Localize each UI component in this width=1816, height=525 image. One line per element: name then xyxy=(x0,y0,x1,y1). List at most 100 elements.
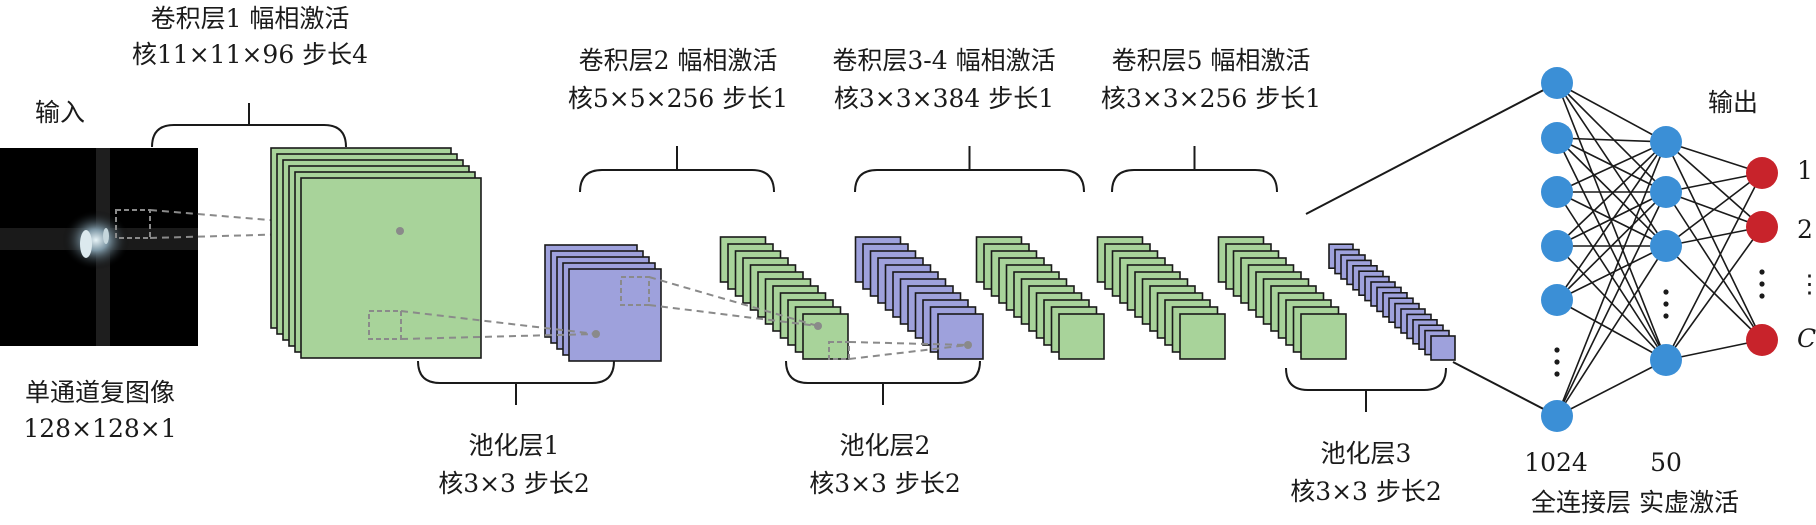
conv4-feature-maps xyxy=(1096,236,1226,360)
fc-edge xyxy=(1556,141,1667,193)
flatten-line-bottom xyxy=(1452,361,1558,417)
conv34-label: 卷积层3-4 幅相激活 xyxy=(832,46,1056,75)
fc1-units-label: 1024 xyxy=(1524,448,1588,477)
output-title: 输出 xyxy=(1707,88,1759,117)
conv3-feature-maps xyxy=(975,236,1105,360)
fc-edge xyxy=(1556,137,1667,193)
fc-edge xyxy=(1556,82,1667,193)
fc1-neuron xyxy=(1541,122,1573,154)
fc2-units-label: 50 xyxy=(1650,448,1682,477)
brace xyxy=(1111,169,1278,193)
output-label-1: 1 xyxy=(1797,156,1813,185)
ellipsis-dot xyxy=(1663,289,1669,295)
pool2-feature-maps xyxy=(854,236,984,360)
input-caption: 单通道复图像 xyxy=(24,378,176,407)
fc-neurons xyxy=(1541,67,1778,432)
pool3-label: 池化层3 xyxy=(1320,439,1412,468)
feature-map xyxy=(937,313,984,360)
conv5-kernel-label: 核3×3×256 步长1 xyxy=(1100,84,1322,113)
output-neuron xyxy=(1746,324,1778,356)
fc-edge xyxy=(1665,141,1763,341)
conv1-feature-maps xyxy=(270,147,482,359)
output-label-ellipsis: ⋮ xyxy=(1797,269,1816,298)
pool3-feature-maps xyxy=(1328,243,1456,361)
brace xyxy=(417,360,615,384)
input-image xyxy=(0,148,198,346)
fc2-neuron xyxy=(1650,176,1682,208)
ellipsis-dot xyxy=(1663,313,1669,319)
fc-edge xyxy=(1556,191,1667,247)
fc-edge xyxy=(1665,226,1763,361)
feature-map xyxy=(1058,313,1105,360)
feature-map xyxy=(568,268,662,362)
fc2-neuron xyxy=(1650,230,1682,262)
conv1-label: 卷积层1 幅相激活 xyxy=(150,4,350,33)
pool1-feature-maps xyxy=(544,244,662,362)
fc-edge xyxy=(1665,172,1763,361)
flatten-line-top xyxy=(1305,82,1558,215)
pool3-kernel-label: 核3×3 步长2 xyxy=(1290,477,1442,506)
fc-edge xyxy=(1665,141,1763,174)
fc-edge xyxy=(1556,137,1667,361)
fc-edge xyxy=(1556,82,1667,143)
fc-edge xyxy=(1556,141,1667,301)
output-neuron xyxy=(1746,211,1778,243)
pool1-kernel-label: 核3×3 步长2 xyxy=(438,469,590,498)
fc-edge xyxy=(1665,141,1763,228)
ellipsis-dot xyxy=(1554,359,1560,365)
fc2-neuron xyxy=(1650,344,1682,376)
fc-edge xyxy=(1665,226,1763,247)
pool2-label: 池化层2 xyxy=(839,431,931,460)
fc-edge xyxy=(1556,359,1667,417)
ellipsis-dot xyxy=(1554,371,1560,377)
fc-edge xyxy=(1556,191,1667,301)
ellipsis-dot xyxy=(1554,347,1560,353)
fc1-neuron xyxy=(1541,400,1573,432)
pool2-kernel-label: 核3×3 步长2 xyxy=(809,469,961,498)
brace xyxy=(785,360,981,384)
pool1-label: 池化层1 xyxy=(468,431,560,460)
brace xyxy=(1285,367,1447,391)
fc-edge xyxy=(1665,172,1763,193)
fc-edge xyxy=(1665,339,1763,361)
brace xyxy=(579,169,775,193)
fc1-neuron xyxy=(1541,176,1573,208)
fc-caption: 全连接层 实虚激活 xyxy=(1531,488,1739,517)
feature-map xyxy=(1430,335,1456,361)
conv5-feature-maps xyxy=(1217,236,1347,360)
fc2-neuron xyxy=(1650,126,1682,158)
brace xyxy=(854,169,1085,193)
output-label-2: 2 xyxy=(1797,215,1813,244)
feature-map xyxy=(1300,313,1347,360)
conv2-label: 卷积层2 幅相激活 xyxy=(578,46,778,75)
brace xyxy=(151,124,347,148)
output-neuron xyxy=(1746,157,1778,189)
conv2-kernel-label: 核5×5×256 步长1 xyxy=(567,84,789,113)
fc-edge xyxy=(1556,245,1667,417)
fc-edge xyxy=(1556,141,1667,417)
fc1-neuron xyxy=(1541,230,1573,262)
ellipsis-dot xyxy=(1759,293,1765,299)
ellipsis-dot xyxy=(1759,269,1765,275)
conv5-label: 卷积层5 幅相激活 xyxy=(1111,46,1311,75)
fc1-neuron xyxy=(1541,67,1573,99)
output-label-c: C xyxy=(1797,324,1816,353)
receptive-field-projections xyxy=(368,227,972,360)
feature-map xyxy=(802,313,849,360)
input-title: 输入 xyxy=(34,98,86,127)
fc-edge xyxy=(1556,245,1667,301)
feature-map xyxy=(300,177,482,359)
fc1-neuron xyxy=(1541,284,1573,316)
fc-edge xyxy=(1556,137,1667,143)
feature-map xyxy=(1179,313,1226,360)
conv2-feature-maps xyxy=(719,236,849,360)
fc-connections xyxy=(1556,82,1763,417)
conv34-kernel-label: 核3×3×384 步长1 xyxy=(833,84,1055,113)
input-receptive-field xyxy=(115,209,151,239)
ellipsis-dot xyxy=(1663,301,1669,307)
fc-edge xyxy=(1556,141,1667,247)
fc-edge xyxy=(1556,191,1667,417)
fc-edge xyxy=(1665,172,1763,247)
